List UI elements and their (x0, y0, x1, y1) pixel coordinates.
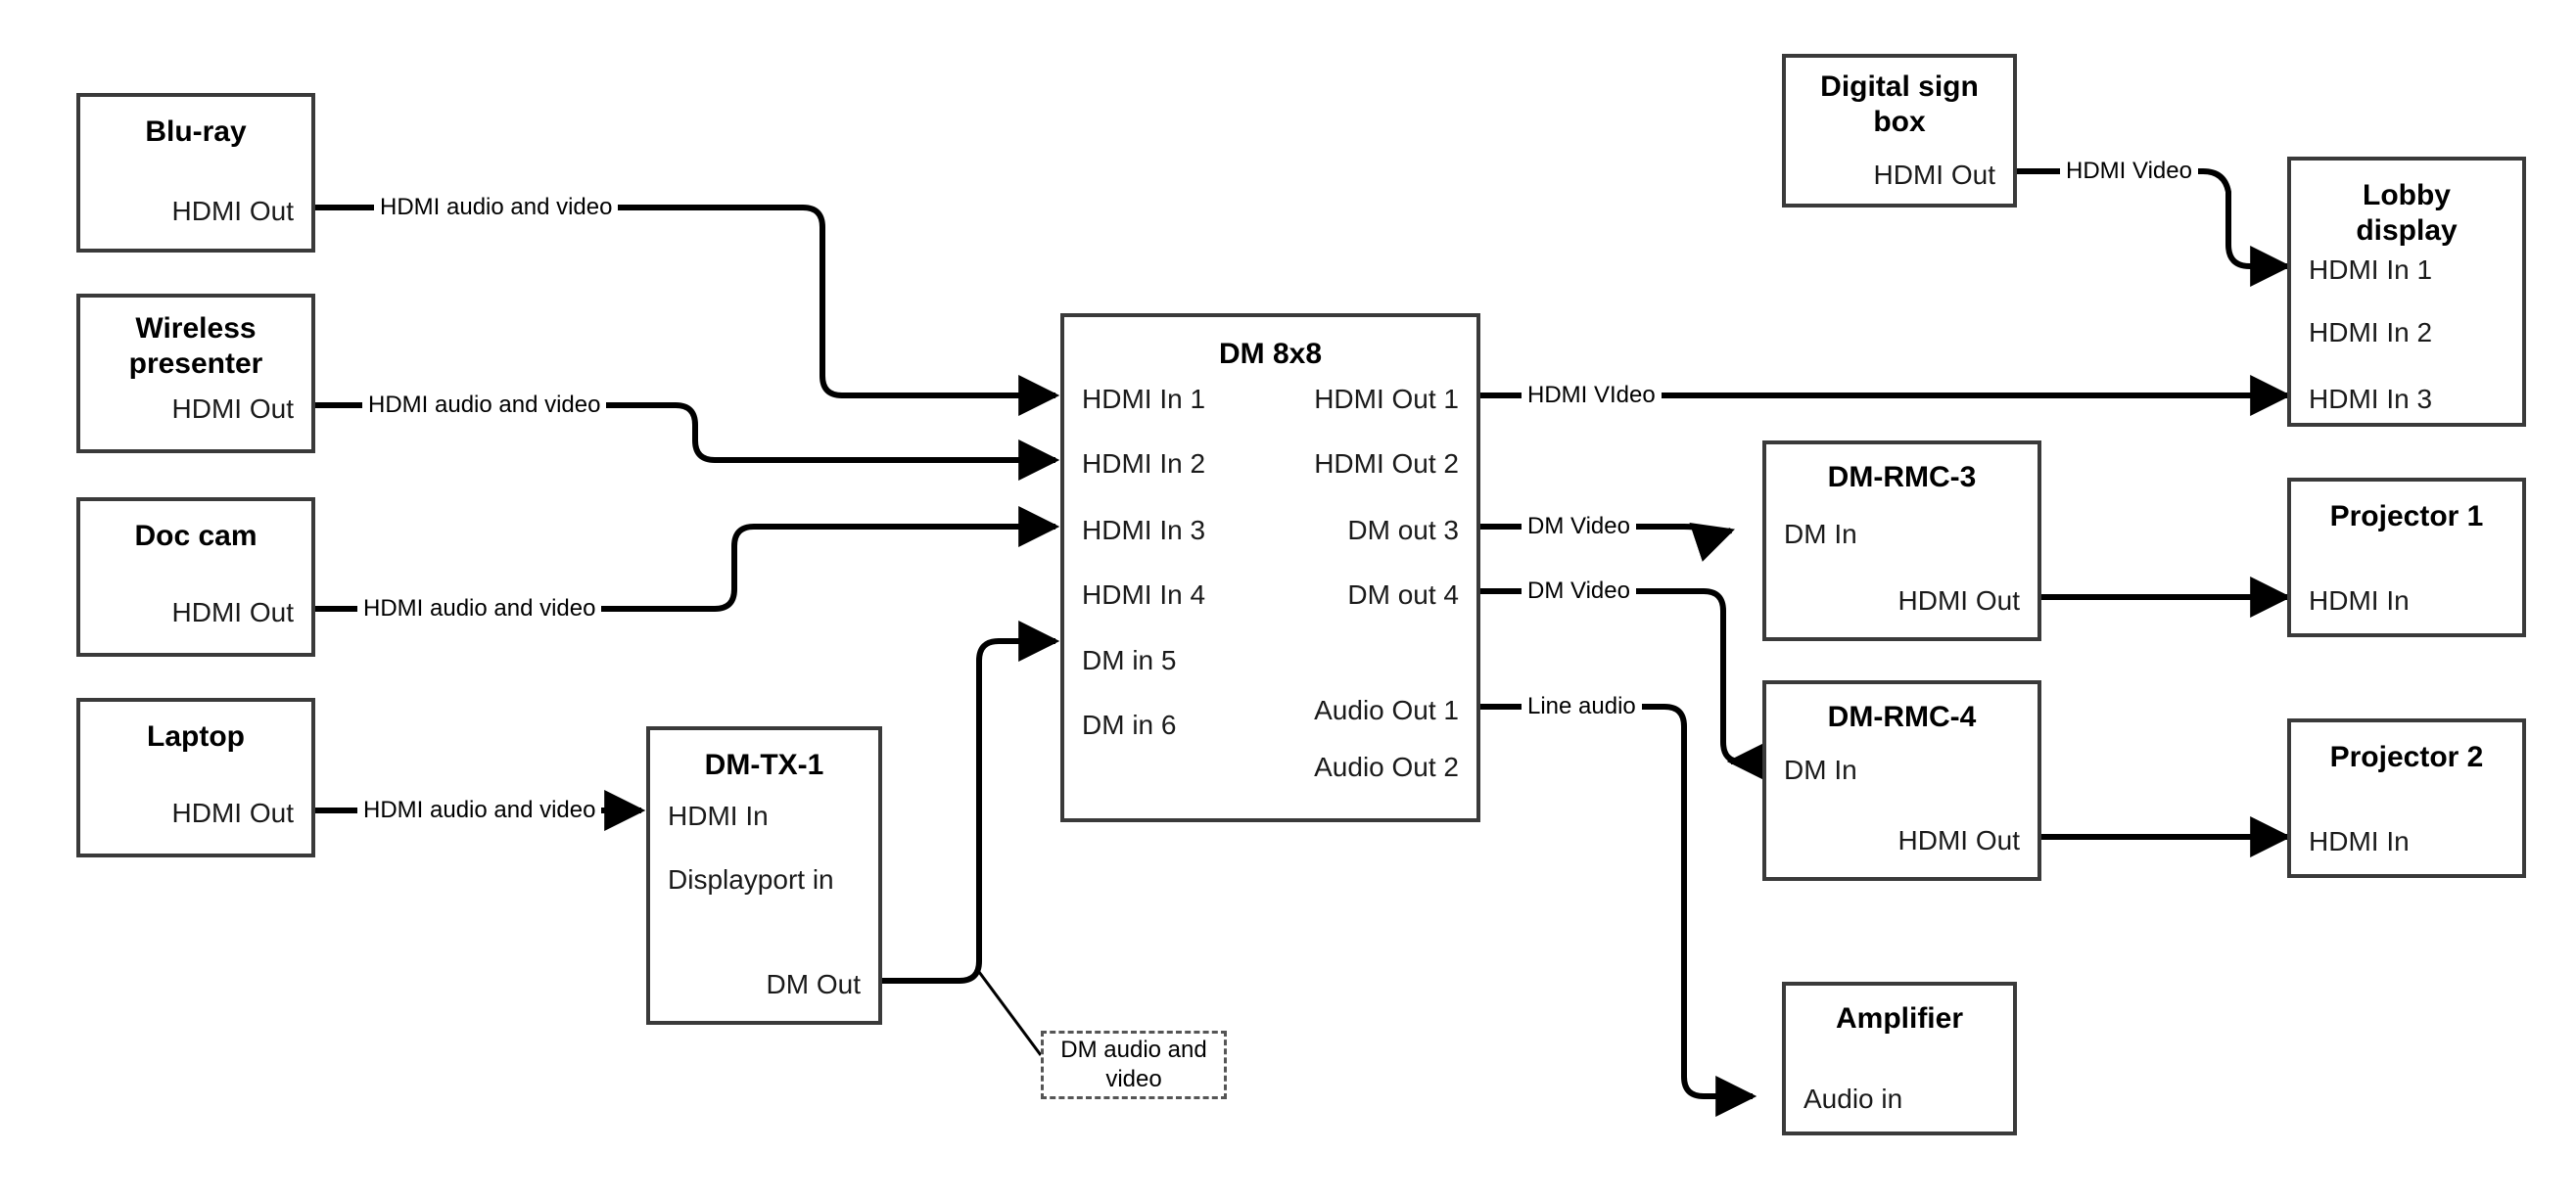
node-dm-tx-1-title: DM-TX-1 (704, 749, 824, 781)
wire-dm-out4-to-rmc4 (1480, 588, 1768, 782)
node-digital-sign-box-title-line2: box (1873, 106, 1926, 138)
node-lobby-display-title-line2: display (2356, 214, 2458, 247)
edge-label-wireless-hdmi-av: HDMI audio and video (362, 392, 607, 419)
node-digital-sign-box-title-line1: Digital sign (1820, 70, 1979, 103)
node-dm-rmc-3-port-hdmi-out[interactable]: HDMI Out (1897, 585, 2020, 616)
node-blu-ray-port-hdmi-out[interactable]: HDMI Out (171, 196, 294, 226)
node-dm-rmc-3-title: DM-RMC-3 (1827, 461, 1977, 493)
annotation-dm-audio-and-video: DM audio and video (1041, 1031, 1227, 1099)
node-dm-8x8-port-hdmi-out-2[interactable]: HDMI Out 2 (1314, 448, 1459, 479)
node-dm-tx-1-port-dm-out[interactable]: DM Out (766, 969, 861, 999)
node-wireless-presenter-port-hdmi-out[interactable]: HDMI Out (171, 393, 294, 424)
node-lobby-display-title-line1: Lobby (2363, 179, 2451, 211)
node-dm-8x8-port-dm-out-3[interactable]: DM out 3 (1347, 515, 1459, 545)
wire-dm-audioout1-to-amp (1480, 704, 1757, 1117)
node-digital-sign-box[interactable]: Digital sign box HDMI Out (1782, 54, 2017, 208)
node-dm-8x8-port-hdmi-in-2[interactable]: HDMI In 2 (1082, 448, 1206, 479)
node-blu-ray[interactable]: Blu-ray HDMI Out (76, 93, 315, 253)
wire-bluray-to-dm-in1 (315, 205, 1060, 416)
node-doc-cam[interactable]: Doc cam HDMI Out (76, 497, 315, 657)
node-lobby-display-port-hdmi-in-2[interactable]: HDMI In 2 (2309, 317, 2433, 347)
edge-label-audio-out1-line-audio: Line audio (1522, 693, 1642, 720)
node-dm-rmc-3-port-dm-in[interactable]: DM In (1784, 519, 1857, 549)
node-lobby-display[interactable]: Lobby display HDMI In 1 HDMI In 2 HDMI I… (2287, 157, 2526, 427)
node-dm-rmc-4-title: DM-RMC-4 (1827, 701, 1977, 733)
node-amplifier[interactable]: Amplifier Audio in (1782, 982, 2017, 1135)
node-projector-1-title: Projector 1 (2329, 500, 2484, 532)
node-dm-8x8-port-dm-out-4[interactable]: DM out 4 (1347, 579, 1459, 610)
edge-label-dm-out4-dm-video: DM Video (1522, 577, 1636, 605)
node-dm-8x8-port-hdmi-in-1[interactable]: HDMI In 1 (1082, 384, 1206, 414)
node-projector-1-port-hdmi-in[interactable]: HDMI In (2309, 585, 2410, 616)
node-wireless-presenter-title-line2: presenter (128, 347, 263, 380)
node-projector-2-port-hdmi-in[interactable]: HDMI In (2309, 826, 2410, 856)
node-wireless-presenter-title-line1: Wireless (135, 312, 257, 345)
node-projector-1[interactable]: Projector 1 HDMI In (2287, 478, 2526, 637)
node-projector-2[interactable]: Projector 2 HDMI In (2287, 718, 2526, 878)
node-dm-tx-1-port-hdmi-in[interactable]: HDMI In (668, 801, 769, 831)
edge-label-bluray-hdmi-av: HDMI audio and video (374, 194, 619, 221)
node-amplifier-port-audio-in[interactable]: Audio in (1803, 1084, 1903, 1114)
node-dm-8x8[interactable]: DM 8x8 HDMI In 1 HDMI In 2 HDMI In 3 HDM… (1060, 313, 1480, 822)
node-blu-ray-title: Blu-ray (145, 115, 247, 148)
edge-label-dm-out1-hdmi-video: HDMI VIdeo (1522, 382, 1662, 409)
node-dm-8x8-port-dm-in-6[interactable]: DM in 6 (1082, 710, 1177, 740)
node-doc-cam-title: Doc cam (134, 520, 258, 552)
node-dm-8x8-port-dm-in-5[interactable]: DM in 5 (1082, 645, 1177, 675)
node-digital-sign-box-port-hdmi-out[interactable]: HDMI Out (1873, 160, 1995, 190)
node-laptop[interactable]: Laptop HDMI Out (76, 698, 315, 857)
node-dm-8x8-port-audio-out-2[interactable]: Audio Out 2 (1314, 752, 1459, 782)
edge-label-laptop-hdmi-av: HDMI audio and video (357, 797, 602, 824)
node-dm-rmc-4-port-dm-in[interactable]: DM In (1784, 755, 1857, 785)
node-dm-8x8-port-hdmi-in-4[interactable]: HDMI In 4 (1082, 579, 1206, 610)
node-dm-8x8-port-audio-out-1[interactable]: Audio Out 1 (1314, 695, 1459, 725)
node-dm-8x8-port-hdmi-out-1[interactable]: HDMI Out 1 (1314, 384, 1459, 414)
node-dm-tx-1-port-displayport-in[interactable]: Displayport in (668, 864, 834, 895)
node-dm-8x8-title: DM 8x8 (1218, 338, 1323, 370)
edge-label-dm-out3-dm-video: DM Video (1522, 513, 1636, 540)
edge-label-doccam-hdmi-av: HDMI audio and video (357, 595, 602, 623)
node-dm-tx-1[interactable]: DM-TX-1 HDMI In Displayport in DM Out (646, 726, 882, 1025)
node-laptop-title: Laptop (147, 720, 245, 753)
node-doc-cam-port-hdmi-out[interactable]: HDMI Out (171, 597, 294, 627)
wire-dm-av-annotation-leader (977, 971, 1043, 1056)
node-wireless-presenter[interactable]: Wireless presenter HDMI Out (76, 294, 315, 453)
node-dm-8x8-port-hdmi-in-3[interactable]: HDMI In 3 (1082, 515, 1206, 545)
wire-sign-to-lobby-in1 (2017, 168, 2292, 287)
node-lobby-display-port-hdmi-in-3[interactable]: HDMI In 3 (2309, 384, 2433, 414)
node-projector-2-title: Projector 2 (2329, 741, 2484, 773)
node-lobby-display-port-hdmi-in-1[interactable]: HDMI In 1 (2309, 254, 2433, 285)
node-laptop-port-hdmi-out[interactable]: HDMI Out (171, 798, 294, 828)
edge-label-sign-hdmi-video: HDMI Video (2060, 158, 2198, 185)
node-amplifier-title: Amplifier (1835, 1002, 1964, 1035)
node-dm-rmc-4[interactable]: DM-RMC-4 DM In HDMI Out (1762, 680, 2041, 881)
node-dm-rmc-4-port-hdmi-out[interactable]: HDMI Out (1897, 825, 2020, 855)
wire-dmtx-to-dm-in5 (882, 621, 1060, 984)
node-dm-rmc-3[interactable]: DM-RMC-3 DM In HDMI Out (1762, 440, 2041, 641)
